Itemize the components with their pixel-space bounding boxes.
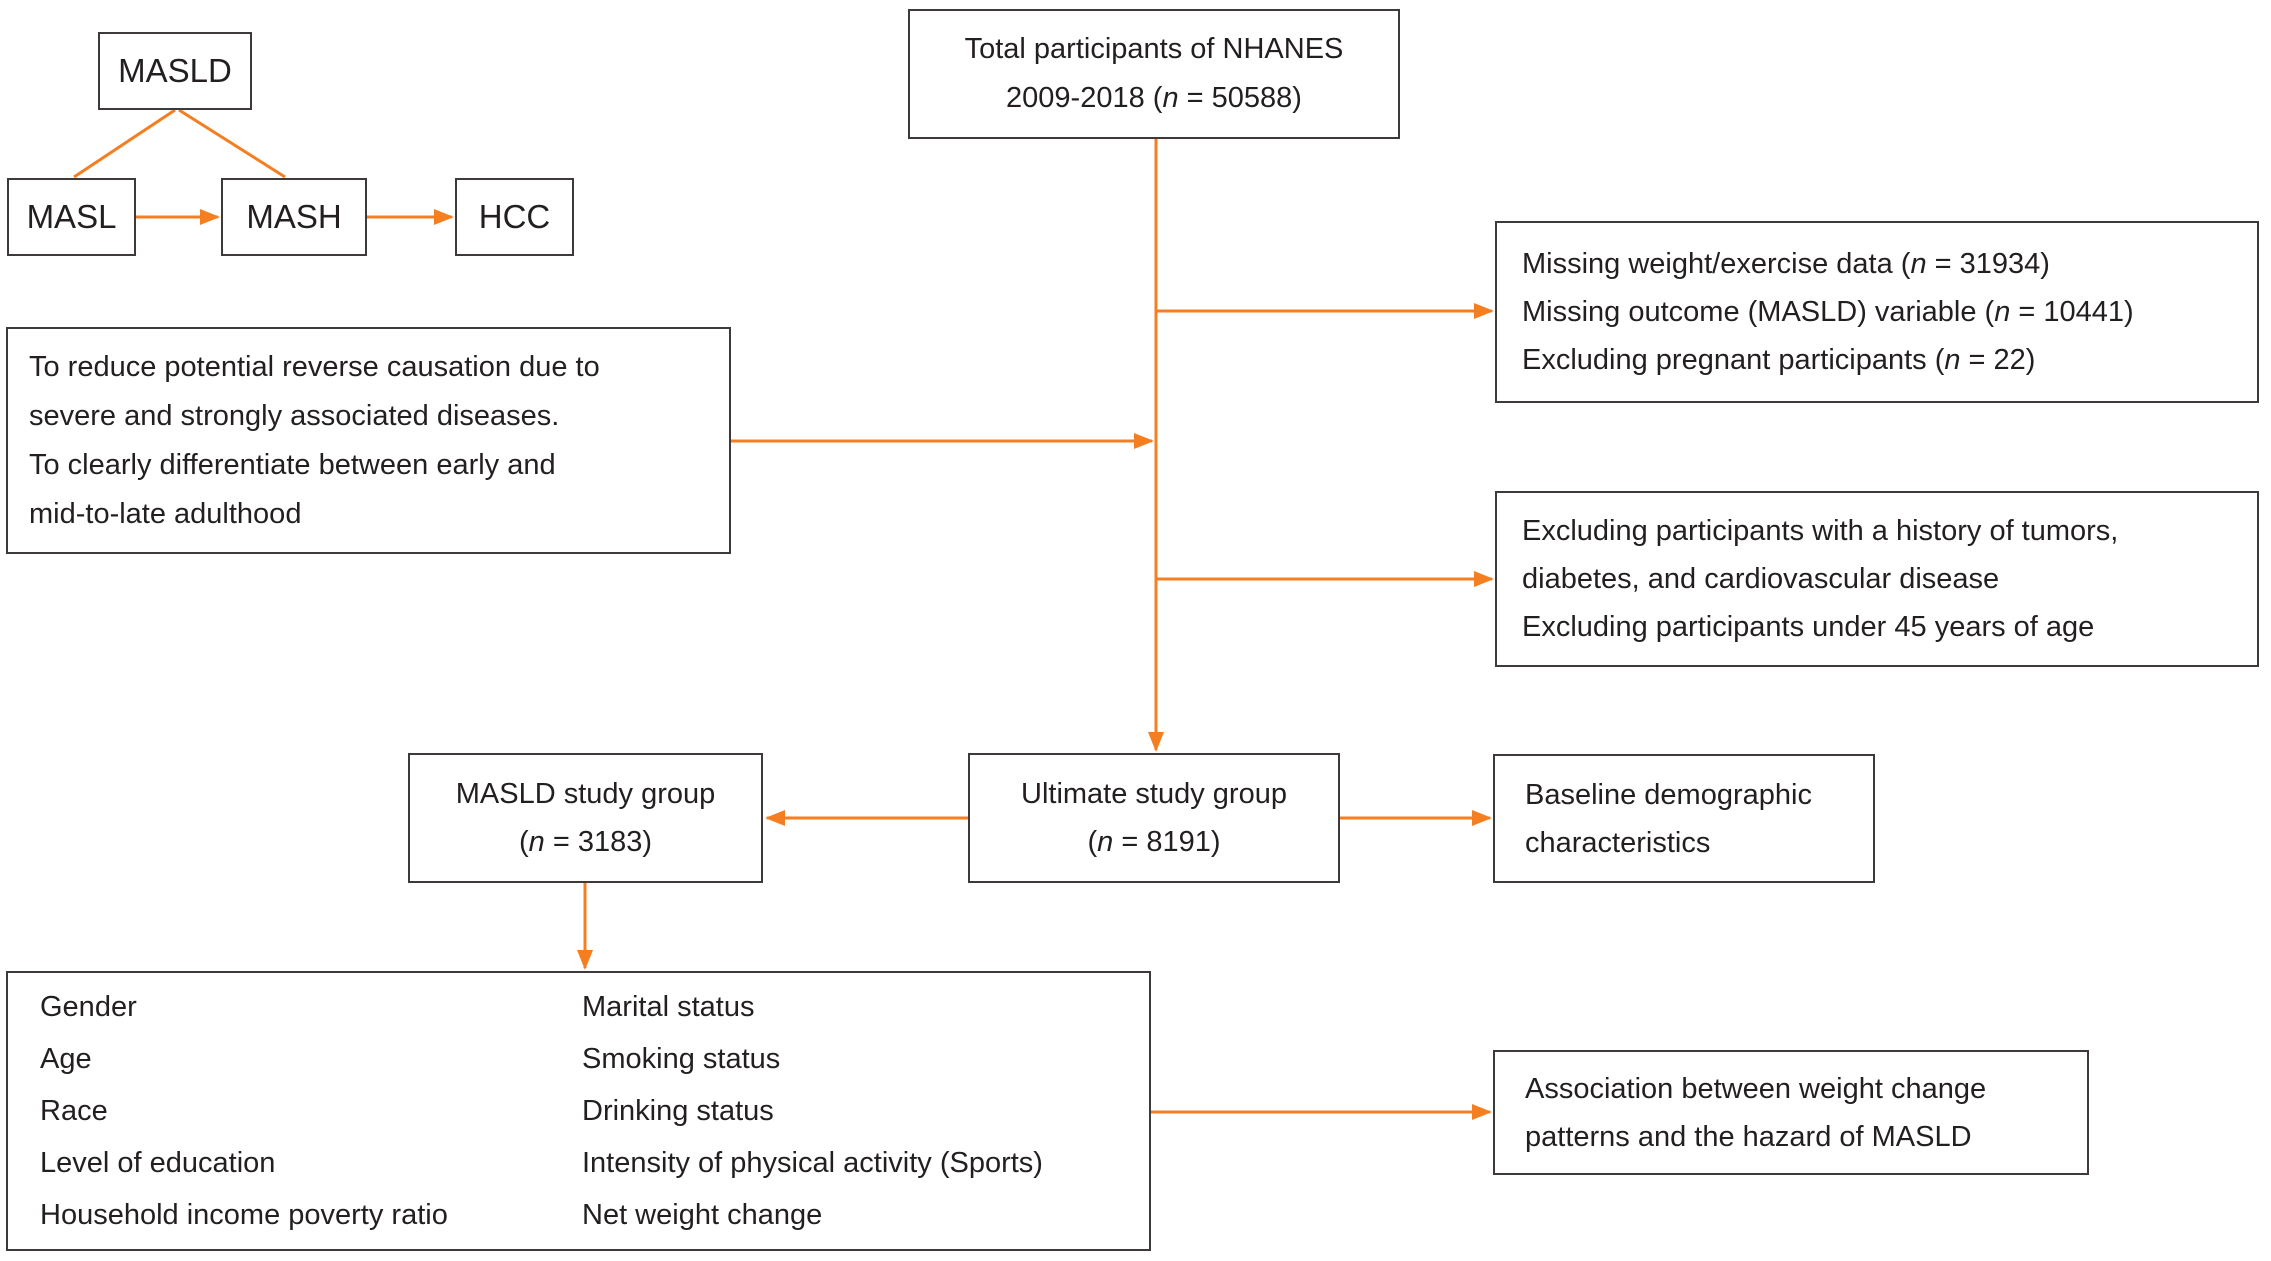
italic-n: n xyxy=(1097,826,1114,858)
covariate-item: Marital status xyxy=(582,991,755,1023)
covariate-row: Household income poverty ratio Net weight… xyxy=(40,1189,1149,1241)
rationale-line: mid-to-late adulthood xyxy=(29,497,302,530)
rationale-line: To reduce potential reverse causation du… xyxy=(29,350,600,383)
mash-label: MASH xyxy=(246,198,342,235)
baseline-characteristics-box: Baseline demographic characteristics xyxy=(1493,754,1875,883)
masl-label: MASL xyxy=(26,198,117,235)
exclusion1-line: Missing outcome (MASLD) variable (n = 10… xyxy=(1522,296,2134,328)
masl-box: MASL xyxy=(7,178,136,256)
total-line2: 2009-2018 (n = 50588) xyxy=(1006,82,1302,114)
ultimate-study-group-box: Ultimate study group (n = 8191) xyxy=(968,753,1340,883)
masld-label: MASLD xyxy=(118,52,232,89)
covariate-row: Gender Marital status xyxy=(40,981,1149,1033)
edge-masld-to-mash xyxy=(178,108,286,179)
masld-study-group-box: MASLD study group (n = 3183) xyxy=(408,753,763,883)
covariate-row: Age Smoking status xyxy=(40,1033,1149,1085)
exclusion2-line: diabetes, and cardiovascular disease xyxy=(1522,563,2000,595)
total-participants-box: Total participants of NHANES 2009-2018 (… xyxy=(908,9,1400,139)
exclusion2-box: Excluding participants with a history of… xyxy=(1495,491,2259,667)
italic-n: n xyxy=(1994,296,2011,328)
italic-n: n xyxy=(1910,248,1927,280)
ultimate-group-title: Ultimate study group xyxy=(1021,778,1287,810)
covariate-item: Smoking status xyxy=(582,1043,781,1075)
covariate-item: Household income poverty ratio xyxy=(40,1199,448,1231)
covariate-item: Drinking status xyxy=(582,1095,774,1127)
edge-masld-to-masl xyxy=(73,108,176,179)
hcc-box: HCC xyxy=(455,178,574,256)
exclusion1-line: Excluding pregnant participants (n = 22) xyxy=(1522,344,2036,376)
covariate-row: Race Drinking status xyxy=(40,1085,1149,1137)
masld-group-n: (n = 3183) xyxy=(518,826,653,858)
association-box: Association between weight change patter… xyxy=(1493,1050,2089,1175)
rationale-line: To clearly differentiate between early a… xyxy=(29,448,556,481)
rationale-line: severe and strongly associated diseases. xyxy=(29,399,560,432)
baseline-line: characteristics xyxy=(1525,826,1711,859)
italic-n: n xyxy=(528,826,545,858)
baseline-line: Baseline demographic xyxy=(1525,778,1812,811)
association-line: patterns and the hazard of MASLD xyxy=(1525,1120,1972,1153)
masld-box: MASLD xyxy=(98,32,252,110)
exclusion2-line: Excluding participants under 45 years of… xyxy=(1522,611,2095,643)
italic-n: n xyxy=(1944,344,1961,376)
masld-group-title: MASLD study group xyxy=(455,778,716,810)
exclusion1-line: Missing weight/exercise data (n = 31934) xyxy=(1522,248,2050,280)
total-line1: Total participants of NHANES xyxy=(964,33,1344,65)
covariate-item: Age xyxy=(40,1043,92,1075)
covariate-item: Intensity of physical activity (Sports) xyxy=(582,1147,1043,1179)
ultimate-group-n: (n = 8191) xyxy=(1087,826,1221,858)
rationale-box: To reduce potential reverse causation du… xyxy=(6,327,731,554)
covariate-item: Race xyxy=(40,1095,108,1127)
mash-box: MASH xyxy=(221,178,367,256)
covariate-item: Net weight change xyxy=(582,1199,823,1231)
exclusion2-line: Excluding participants with a history of… xyxy=(1522,515,2119,547)
hcc-label: HCC xyxy=(478,198,551,235)
covariates-box: Gender Marital status Age Smoking status R… xyxy=(6,971,1151,1251)
covariate-item: Level of education xyxy=(40,1147,276,1179)
exclusion1-box: Missing weight/exercise data (n = 31934)… xyxy=(1495,221,2259,403)
covariate-item: Gender xyxy=(40,991,137,1023)
association-line: Association between weight change xyxy=(1525,1072,1987,1105)
italic-n: n xyxy=(1162,82,1179,114)
covariate-row: Level of education Intensity of physical … xyxy=(40,1137,1149,1189)
